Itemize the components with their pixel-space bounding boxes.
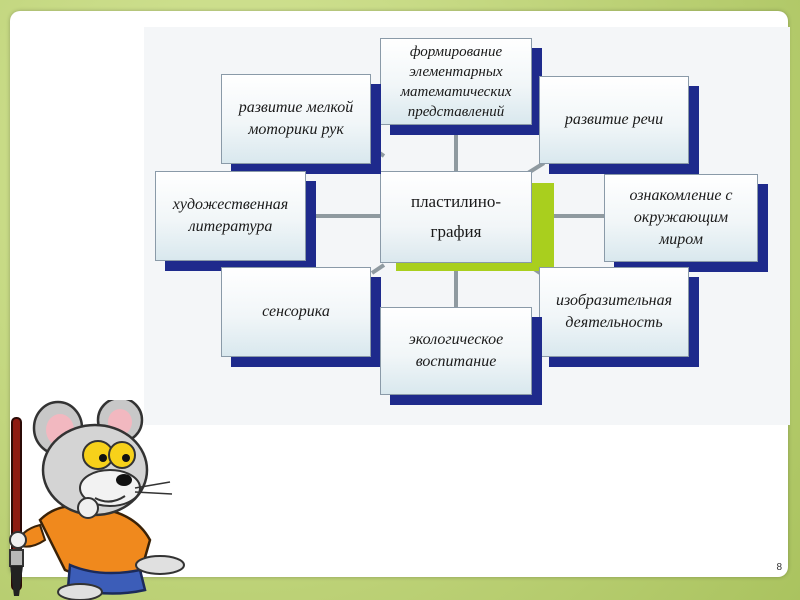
- paintbrush-icon: [10, 418, 23, 596]
- center-node: пластилино-графия: [380, 171, 532, 263]
- center-label: пластилино-графия: [401, 187, 511, 247]
- node-label: развитие речи: [565, 109, 663, 131]
- page-number: 8: [776, 562, 782, 573]
- mouse-mascot-illustration: [0, 400, 200, 600]
- node-literatura: художественная литература: [155, 171, 306, 261]
- node-izobrazitelnaya: изобразительная деятельность: [539, 267, 689, 357]
- node-sensorika: сенсорика: [221, 267, 371, 357]
- node-label: изобразительная деятельность: [550, 290, 678, 334]
- node-label: ознакомление с окружающим миром: [616, 185, 746, 251]
- node-label: сенсорика: [262, 301, 330, 323]
- node-ekologicheskoe: экологическое воспитание: [380, 307, 532, 395]
- node-formirovanie: формирование элементарных математических…: [380, 38, 532, 125]
- node-label: формирование элементарных математических…: [387, 42, 525, 122]
- node-okruzhayushchim: ознакомление с окружающим миром: [604, 174, 758, 262]
- node-rech: развитие речи: [539, 76, 689, 164]
- node-motorika: развитие мелкой моторики рук: [221, 74, 371, 164]
- node-label: экологическое воспитание: [401, 329, 511, 373]
- node-label: художественная литература: [171, 194, 291, 238]
- node-label: развитие мелкой моторики рук: [236, 97, 356, 141]
- line-bottom-left: [372, 265, 384, 273]
